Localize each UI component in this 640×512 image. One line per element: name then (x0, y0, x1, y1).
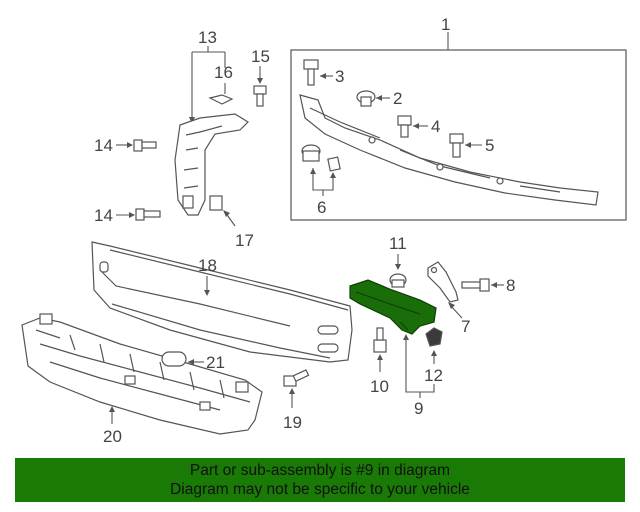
callout-17[interactable]: 17 (235, 231, 254, 250)
bolt-15-icon (253, 85, 267, 107)
callout-3[interactable]: 3 (335, 67, 344, 86)
callout-19[interactable]: 19 (283, 413, 302, 432)
clip-16-icon (208, 94, 234, 105)
callout-9[interactable]: 9 (414, 399, 423, 418)
callout-7[interactable]: 7 (461, 317, 470, 336)
bracket-hole (436, 163, 444, 171)
arrow-2 (376, 95, 382, 101)
callout-12[interactable]: 12 (424, 366, 443, 385)
arrow-6b (330, 172, 336, 178)
bolt-19-icon (283, 369, 310, 387)
callout-13[interactable]: 13 (198, 28, 217, 47)
bolt-5-icon (449, 133, 464, 158)
arrow-5 (465, 142, 471, 148)
arrow-6a (310, 168, 316, 174)
callout-16[interactable]: 16 (214, 63, 233, 82)
callout-1[interactable]: 1 (441, 15, 450, 34)
clip-17-icon (209, 195, 223, 211)
callout-21[interactable]: 21 (206, 353, 225, 372)
arrow-14b (129, 212, 135, 218)
bolt-8-icon (461, 278, 490, 292)
bolt-14a-icon (133, 139, 157, 152)
callout-10[interactable]: 10 (370, 377, 389, 396)
arrow-14a (127, 142, 133, 148)
arrow-11 (395, 264, 401, 270)
callout-14a[interactable]: 14 (94, 136, 113, 155)
callout-5[interactable]: 5 (485, 136, 494, 155)
arrow-20 (109, 406, 115, 412)
side-bracket (174, 113, 249, 216)
bracket-tab (182, 195, 194, 209)
arrow-21 (188, 359, 194, 365)
banner-line-2: Diagram may not be specific to your vehi… (170, 481, 470, 498)
impact-bar-18 (91, 241, 353, 363)
callout-18[interactable]: 18 (198, 256, 217, 275)
plug-21-icon (161, 351, 187, 367)
arrow-3 (320, 73, 326, 79)
side-bracket-detail (183, 125, 223, 189)
bracket-hole (368, 136, 376, 144)
callout-14b[interactable]: 14 (94, 206, 113, 225)
arrow-17 (223, 210, 230, 217)
bolt-10-icon (373, 327, 387, 353)
absorber-tab (39, 313, 53, 325)
bracket-hole (496, 177, 504, 185)
callout-8[interactable]: 8 (506, 276, 515, 295)
clip-12-icon (425, 327, 443, 347)
bolt-14b-icon (135, 208, 161, 221)
absorber-tab (235, 381, 249, 393)
absorber-cutout (124, 375, 136, 385)
impact-bar-slot (99, 261, 109, 273)
arrow-10 (377, 354, 383, 360)
banner-line-1: Part or sub-assembly is #9 in diagram (189, 462, 451, 479)
callout-6[interactable]: 6 (317, 198, 326, 217)
nut-11-icon (389, 273, 407, 288)
exploded-parts-diagram: 1 3 2 4 5 6 13 (21, 15, 627, 446)
callout-2[interactable]: 2 (393, 89, 402, 108)
info-banner: Part or sub-assembly is #9 in diagram Di… (15, 458, 625, 502)
impact-bar-detail (99, 249, 349, 359)
arrow-15 (257, 78, 263, 84)
nut-2-icon (356, 90, 376, 107)
bolt-4-icon (397, 115, 412, 138)
arrow-12 (431, 350, 437, 356)
clip-6-icon (301, 144, 341, 172)
arrow-9 (403, 334, 409, 340)
highlighted-part-9[interactable] (349, 279, 437, 335)
impact-bar-slot (317, 325, 339, 335)
arrow-7 (448, 302, 455, 309)
bracket-7-hole (430, 266, 438, 274)
energy-absorber-detail (35, 329, 251, 411)
arrow-8 (491, 282, 497, 288)
arrow-4 (413, 123, 419, 129)
upper-bracket-bar (299, 94, 599, 206)
impact-bar-slot (317, 343, 339, 353)
callout-11[interactable]: 11 (389, 234, 407, 253)
part-group-box-1 (290, 49, 627, 221)
absorber-cutout (199, 401, 211, 411)
callout-15[interactable]: 15 (251, 47, 270, 66)
callout-4[interactable]: 4 (431, 117, 440, 136)
arrow-18 (204, 290, 210, 296)
highlighted-part-9-detail (355, 291, 421, 331)
callout-20[interactable]: 20 (103, 427, 122, 446)
arrow-19 (289, 388, 295, 394)
bolt-3-icon (303, 59, 319, 86)
